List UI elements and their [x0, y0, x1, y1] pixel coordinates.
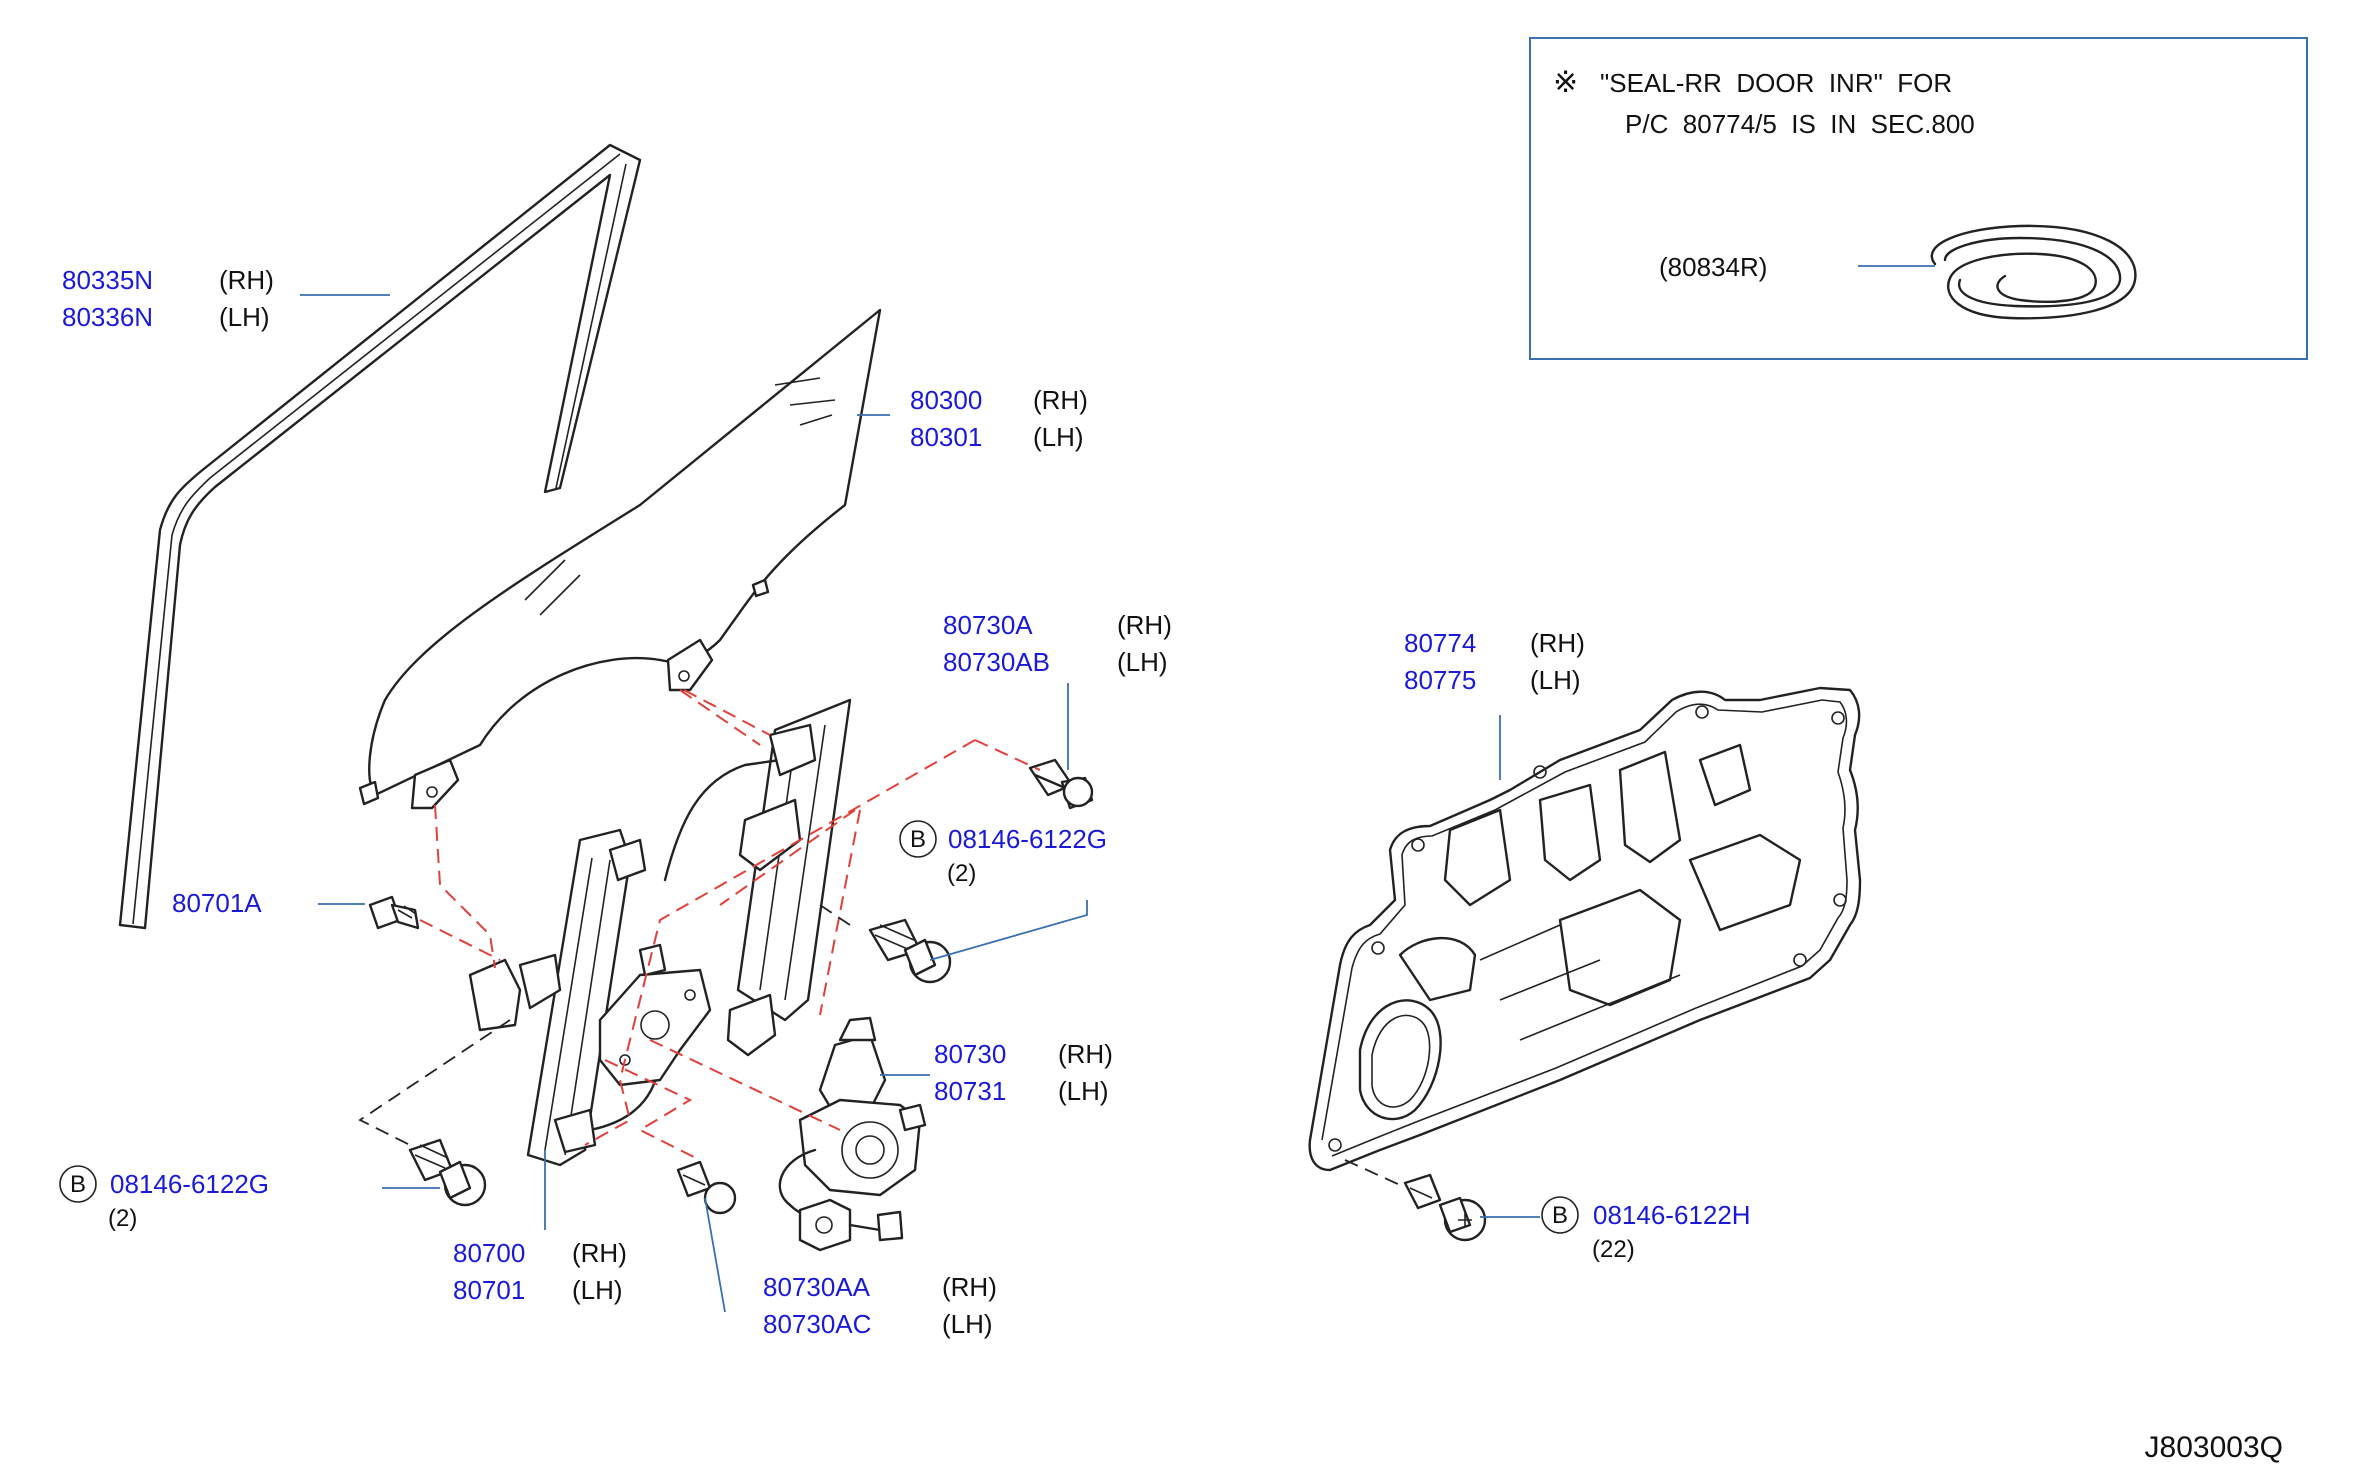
b-circle-left — [59, 1165, 97, 1203]
label-bolt-b-center: B 08146-6122G (2) — [899, 820, 1107, 887]
pn-inner-panel-lh: 80775 — [1404, 665, 1476, 695]
side-regulator-bolt-bottom-rh: (RH) — [942, 1272, 997, 1302]
window-motor-image — [778, 1016, 927, 1252]
pn-inner-panel-rh: 80774 — [1404, 628, 1476, 658]
window-regulator-image — [468, 698, 852, 1167]
label-glass-bolt: 80701A — [172, 888, 262, 918]
label-door-glass: 80300 (RH) 80301 (LH) — [910, 385, 1088, 452]
side-motor-rh: (RH) — [1058, 1039, 1113, 1069]
b-letter-panel: B — [1552, 1202, 1568, 1229]
b-letter-center: B — [910, 826, 926, 853]
seal-note-box: ※ "SEAL-RR DOOR INR" FOR P/C 80774/5 IS … — [1529, 37, 2308, 360]
side-regulator-lh: (LH) — [572, 1275, 623, 1305]
assembly-lines — [358, 689, 1401, 1186]
side-inner-panel-lh: (LH) — [1530, 665, 1581, 695]
qty-bolt-b-panel: (22) — [1592, 1236, 1635, 1263]
pn-regulator-bolt-top-lh: 80730AB — [943, 647, 1050, 677]
note-line-1: "SEAL-RR DOOR INR" FOR — [1600, 68, 1952, 98]
side-regulator-bolt-top-lh: (LH) — [1117, 647, 1168, 677]
bolt-b-panel-image — [1403, 1173, 1487, 1242]
note-part-ref: (80834R) — [1659, 252, 1767, 282]
leader-lines — [300, 294, 1540, 1313]
pn-regulator-bolt-bottom-rh: 80730AA — [763, 1272, 871, 1302]
label-bolt-b-panel: B 08146-6122H (22) — [1541, 1196, 1751, 1263]
side-motor-lh: (LH) — [1058, 1076, 1109, 1106]
bolt-80701a-image — [368, 895, 420, 930]
pn-glass-bolt: 80701A — [172, 888, 262, 918]
bolt-b-center-image — [868, 918, 952, 984]
door-glass-image — [358, 308, 882, 810]
pn-regulator-lh: 80701 — [453, 1275, 525, 1305]
b-circle-center — [899, 820, 937, 858]
qty-bolt-b-left: (2) — [108, 1205, 137, 1232]
pn-bolt-b-left: 08146-6122G — [110, 1169, 269, 1199]
bolt-80730a-image — [1028, 758, 1094, 810]
qty-bolt-b-center: (2) — [947, 860, 976, 887]
pn-bolt-b-center: 08146-6122G — [948, 824, 1107, 854]
b-circle-panel — [1541, 1196, 1579, 1234]
door-inner-panel-image — [1308, 686, 1862, 1172]
note-line-2: P/C 80774/5 IS IN SEC.800 — [1625, 109, 1975, 139]
pn-motor-rh: 80730 — [934, 1039, 1006, 1069]
pn-door-glass-rh: 80300 — [910, 385, 982, 415]
side-door-glass-rh: (RH) — [1033, 385, 1088, 415]
pn-bolt-b-panel: 08146-6122H — [1593, 1200, 1751, 1230]
label-regulator-bolt-top: 80730A (RH) 80730AB (LH) — [943, 610, 1172, 677]
bolt-b-left-image — [408, 1138, 487, 1207]
side-run-channel-rh: (RH) — [219, 265, 274, 295]
pn-motor-lh: 80731 — [934, 1076, 1006, 1106]
label-motor: 80730 (RH) 80731 (LH) — [934, 1039, 1113, 1106]
pn-door-glass-lh: 80301 — [910, 422, 982, 452]
pn-regulator-bolt-top-rh: 80730A — [943, 610, 1033, 640]
side-inner-panel-rh: (RH) — [1530, 628, 1585, 658]
side-regulator-rh: (RH) — [572, 1238, 627, 1268]
pn-regulator-bolt-bottom-lh: 80730AC — [763, 1309, 871, 1339]
pn-run-channel-lh: 80336N — [62, 302, 153, 332]
pn-regulator-rh: 80700 — [453, 1238, 525, 1268]
note-symbol: ※ — [1553, 66, 1578, 99]
label-bolt-b-left: B 08146-6122G (2) — [59, 1165, 269, 1232]
label-regulator-bolt-bottom: 80730AA (RH) 80730AC (LH) — [763, 1272, 997, 1339]
side-run-channel-lh: (LH) — [219, 302, 270, 332]
side-door-glass-lh: (LH) — [1033, 422, 1084, 452]
label-run-channel: 80335N (RH) 80336N (LH) — [62, 265, 274, 332]
pn-run-channel-rh: 80335N — [62, 265, 153, 295]
label-regulator: 80700 (RH) 80701 (LH) — [453, 1238, 627, 1305]
side-regulator-bolt-bottom-lh: (LH) — [942, 1309, 993, 1339]
label-inner-panel: 80774 (RH) 80775 (LH) — [1404, 628, 1585, 695]
coiled-seal-image — [1930, 224, 2137, 320]
note-frame — [1529, 37, 2308, 360]
b-letter-left: B — [70, 1171, 86, 1198]
bolt-80730aa-image — [676, 1160, 737, 1215]
side-regulator-bolt-top-rh: (RH) — [1117, 610, 1172, 640]
glass-run-channel-image — [118, 143, 642, 930]
diagram-code: J803003Q — [2145, 1431, 2283, 1464]
